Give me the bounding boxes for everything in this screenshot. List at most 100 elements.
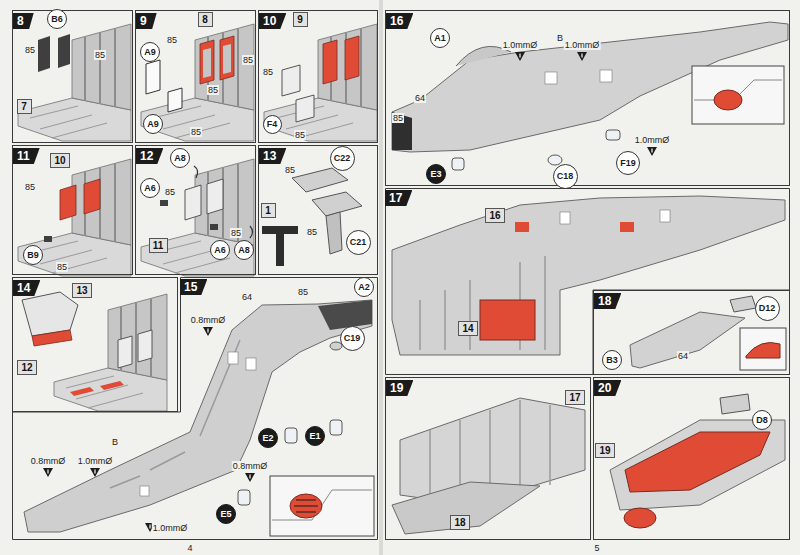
part-number: C19 <box>344 333 361 343</box>
part-number: D12 <box>759 303 776 313</box>
step-number: 17 <box>385 190 412 206</box>
step-reference-box: 19 <box>595 443 615 458</box>
step-reference: 14 <box>462 323 473 334</box>
cement-code: 85 <box>294 130 306 140</box>
cement-code: 85 <box>242 55 254 65</box>
drill-size: 0.8mmØ <box>30 456 67 466</box>
step-number: 10 <box>259 13 286 29</box>
step-number: 12 <box>136 148 163 164</box>
part-number: A6 <box>144 183 156 193</box>
step-15-art <box>24 300 374 536</box>
step-11-art <box>18 159 131 276</box>
step-panel: 9A98A9 <box>135 10 256 143</box>
step-9-art <box>141 24 254 141</box>
part-number-circle: A6 <box>140 178 160 198</box>
part-number: B9 <box>27 250 39 260</box>
paint-code: 64 <box>241 292 253 302</box>
step-reference: 11 <box>153 240 164 251</box>
cement-code: 85 <box>306 227 318 237</box>
part-number: E2 <box>262 433 273 443</box>
part-number-circle: D8 <box>752 410 772 430</box>
part-number: A1 <box>434 33 446 43</box>
step-reference: 7 <box>21 101 27 112</box>
step-number: 16 <box>386 13 413 29</box>
part-number-circle: A6 <box>210 240 230 260</box>
part-number-circle: B9 <box>23 245 43 265</box>
part-number: C22 <box>334 153 351 163</box>
step-reference: 18 <box>454 517 465 528</box>
cement-code: 85 <box>24 182 36 192</box>
step-panel: 191718 <box>385 377 591 540</box>
step-16-art <box>392 22 788 170</box>
part-number-circle: A9 <box>143 114 163 134</box>
step-reference: 8 <box>202 14 208 25</box>
step-number: 19 <box>386 380 413 396</box>
cement-code: 85 <box>207 85 219 95</box>
drill-size: 1.0mmØ <box>634 135 671 145</box>
part-number-circle: E2 <box>258 428 278 448</box>
part-number-circle: F4 <box>263 115 282 134</box>
step-panel-outline <box>385 188 790 375</box>
step-reference: 16 <box>489 210 500 221</box>
cement-code: 85 <box>392 113 404 123</box>
part-number-circle: A1 <box>430 28 450 48</box>
cement-code: 85 <box>230 228 242 238</box>
step-19-art <box>392 398 585 534</box>
cement-code: 85 <box>164 187 176 197</box>
step-reference: 1 <box>265 205 271 216</box>
step-reference-box: 13 <box>72 283 92 298</box>
part-number-circle: C21 <box>346 230 371 255</box>
step-reference-box: 1 <box>261 203 276 218</box>
step-panel: 16A1F19C18E3 <box>385 10 790 186</box>
cement-code: 85 <box>56 262 68 272</box>
page-number: 5 <box>593 543 600 553</box>
page-number: 4 <box>186 543 193 553</box>
cement-code: 85 <box>262 67 274 77</box>
step-reference: 10 <box>54 155 65 166</box>
cement-code: 85 <box>297 287 309 297</box>
part-number-circle: E5 <box>216 504 236 524</box>
step-number: 15 <box>180 279 207 295</box>
step-panel: 11 10B9 <box>12 145 133 275</box>
part-number-circle: D12 <box>755 296 780 321</box>
step-panel: 18D12B3 <box>593 290 790 375</box>
step-number: 18 <box>594 293 621 309</box>
step-reference-box: 10 <box>50 153 70 168</box>
part-number-circle: E1 <box>305 426 325 446</box>
cement-code: 85 <box>166 35 178 45</box>
step-number: 14 <box>13 280 40 296</box>
step-18-art <box>630 296 786 370</box>
step-reference: 19 <box>599 445 610 456</box>
part-number: A9 <box>147 119 159 129</box>
drill-size: 1.0mmØ <box>502 40 539 50</box>
option-letter: B <box>111 437 119 447</box>
step-reference-box: 9 <box>293 12 308 27</box>
part-number: C18 <box>557 171 574 181</box>
step-number: 8 <box>13 13 34 29</box>
cement-code: 85 <box>284 165 296 175</box>
step-reference-box: 14 <box>458 321 478 336</box>
part-number-circle: A9 <box>140 42 160 62</box>
step-panel: 10 9F4 <box>258 10 378 143</box>
part-number-circle: A2 <box>354 277 374 297</box>
paint-code: 64 <box>414 93 426 103</box>
drill-size: 0.8mmØ <box>190 315 227 325</box>
part-number: E3 <box>430 169 441 179</box>
step-13-art <box>262 168 362 266</box>
step-8-art <box>18 24 131 141</box>
step-reference-box: 11 <box>149 238 168 253</box>
part-number-circle: C22 <box>330 146 355 171</box>
cement-code: 85 <box>190 127 202 137</box>
part-number-circle: C18 <box>553 164 578 189</box>
part-number: A8 <box>174 153 186 163</box>
step-panel: 13 C22 1C21 <box>258 145 378 275</box>
step-20-art <box>610 394 785 528</box>
step-number: 11 <box>13 148 40 164</box>
step-panel-border <box>386 189 790 375</box>
part-number-circle: A8 <box>170 148 190 168</box>
part-number: C21 <box>350 237 367 247</box>
part-number-circle: E3 <box>426 164 446 184</box>
step-reference: 9 <box>297 14 303 25</box>
step-number: 13 <box>259 148 286 164</box>
